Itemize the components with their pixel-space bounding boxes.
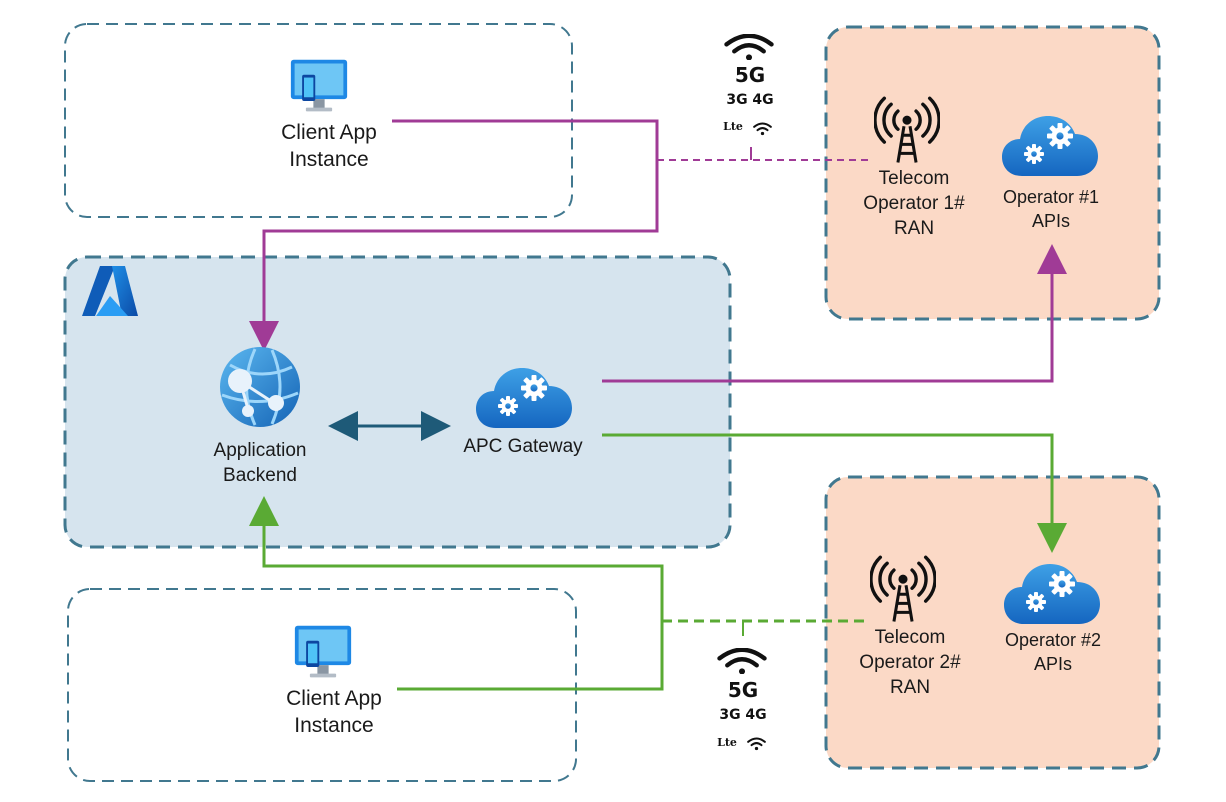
top-wifi-icon xyxy=(753,122,772,136)
top-5g-signal-icon xyxy=(726,36,771,61)
client-top-label-line2: Instance xyxy=(289,148,369,171)
client-bottom-monitor-icon xyxy=(294,625,352,678)
operator1-apis-line2: APIs xyxy=(1031,211,1070,231)
app-backend-label-line1: Application xyxy=(213,440,307,461)
bottom-3g4g-text: 3G 4G xyxy=(719,707,767,723)
top-5g-text: 5G xyxy=(734,63,766,87)
operator2-apis-line1: Operator #2 xyxy=(1004,630,1102,650)
client-top-label-line1: Client App xyxy=(281,121,377,144)
operator2-ran-line3: RAN xyxy=(889,677,931,698)
operator1-ran-line2: Operator 1# xyxy=(863,193,965,214)
operator2-apis-line2: APIs xyxy=(1033,654,1072,674)
app-backend-globe-icon xyxy=(220,347,300,427)
client-bottom-label-line1: Client App xyxy=(286,687,382,710)
operator1-region xyxy=(824,25,1161,321)
bottom-wifi-icon xyxy=(747,737,766,751)
operator2-apis-label: Operator #2 APIs xyxy=(982,628,1124,676)
client-bottom-label: Client App Instance xyxy=(248,685,420,739)
client-bottom-to-backend-connector xyxy=(249,496,664,691)
app-backend-label-line2: Backend xyxy=(223,465,297,486)
operator1-ran-line1: Telecom xyxy=(878,168,950,189)
apc-gateway-label-text: APC Gateway xyxy=(463,436,583,457)
bottom-5g-signal-icon xyxy=(719,650,764,675)
apc-gateway-label: APC Gateway xyxy=(448,434,598,459)
app-backend-label: Application Backend xyxy=(185,438,335,488)
azure-region xyxy=(63,255,732,549)
operator1-ran-line3: RAN xyxy=(893,218,935,239)
client-top-monitor-icon xyxy=(290,59,348,112)
top-3g4g-text: 3G 4G xyxy=(726,92,774,108)
top-lte-text: Lte xyxy=(723,120,743,133)
client-bottom-label-line2: Instance xyxy=(294,714,374,737)
bottom-5g-text: 5G xyxy=(727,678,759,702)
operator2-region xyxy=(824,475,1161,770)
gateway-to-operator2-apis-connector xyxy=(602,433,1067,553)
azure-logo-icon xyxy=(82,266,138,316)
operator2-ran-line1: Telecom xyxy=(874,627,946,648)
client-region-bottom xyxy=(67,588,577,782)
client-top-to-backend-connector xyxy=(249,119,659,351)
operator2-ran-label: Telecom Operator 2# RAN xyxy=(836,625,984,700)
bottom-lte-text: Lte xyxy=(717,736,737,749)
operator1-ran-label: Telecom Operator 1# RAN xyxy=(840,166,988,241)
operator1-apis-label: Operator #1 APIs xyxy=(980,185,1122,233)
gateway-to-operator1-apis-connector xyxy=(602,244,1067,383)
client-top-label: Client App Instance xyxy=(243,119,415,173)
operator2-ran-line2: Operator 2# xyxy=(859,652,961,673)
operator1-apis-line1: Operator #1 xyxy=(1002,187,1100,207)
